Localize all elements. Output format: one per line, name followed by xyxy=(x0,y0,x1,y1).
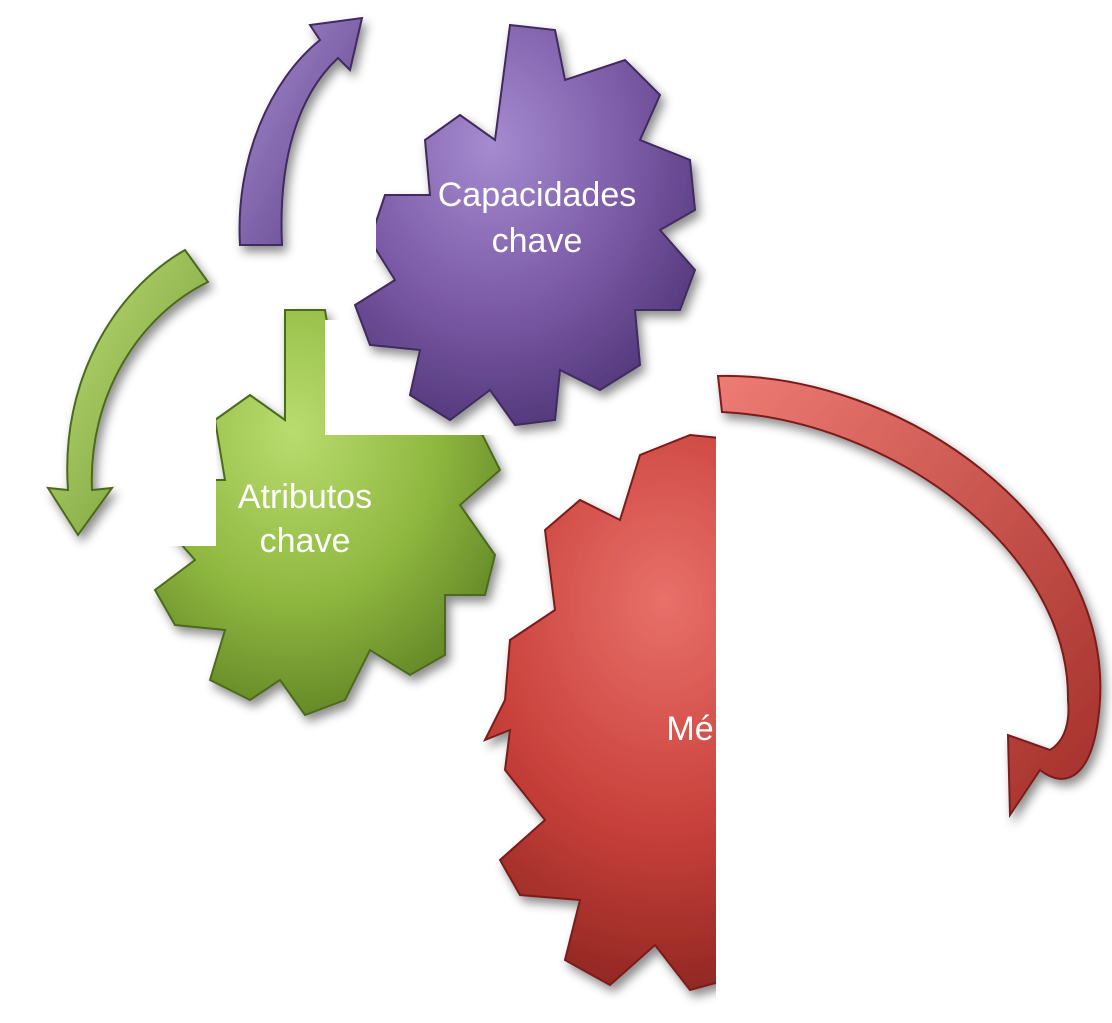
capacidades-label-line-1: Capacidades xyxy=(438,176,636,214)
capacidades-label-line-2: chave xyxy=(492,222,583,260)
atributos-label-line-1: Atributos xyxy=(238,478,372,516)
metodos-gear: Mé xyxy=(485,435,935,990)
purple-arrow xyxy=(240,18,362,245)
metodos-label-line-1: Mé xyxy=(666,710,713,748)
atributos-label-line-2: chave xyxy=(260,522,351,560)
